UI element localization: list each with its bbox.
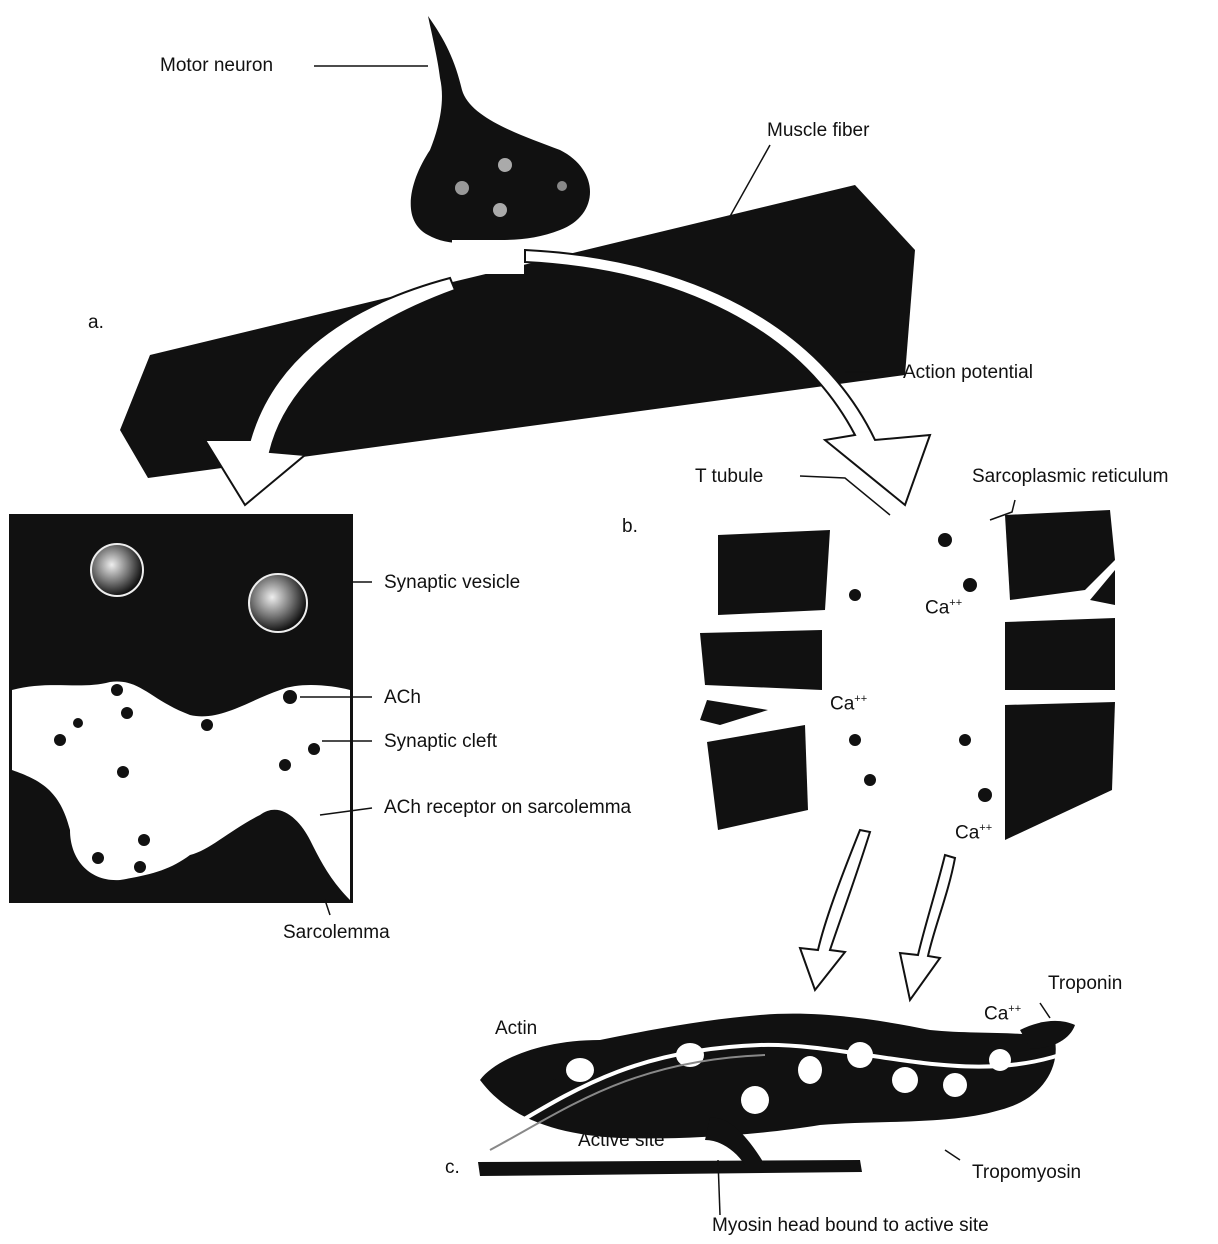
t-tubule-label: T tubule: [695, 466, 763, 488]
synaptic-gap: [452, 240, 524, 274]
synaptic-cleft-label: Synaptic cleft: [384, 731, 497, 753]
inset-vesicle: [91, 544, 143, 596]
terminal-vesicle: [493, 203, 507, 217]
panel-b-letter: b.: [622, 516, 638, 538]
actin-label: Actin: [495, 1018, 537, 1040]
action-potential-label: Action potential: [903, 362, 1033, 384]
ach-receptor-label: ACh receptor on sarcolemma: [384, 797, 631, 819]
arrow-to-panel-c: [900, 855, 955, 1000]
terminal-vesicle: [557, 181, 567, 191]
myosin-head-label: Myosin head bound to active site: [712, 1215, 989, 1237]
ca-ion-label: Ca++: [984, 1003, 1021, 1025]
troponin-label: Troponin: [1048, 973, 1122, 995]
arrow-to-panel-c: [800, 830, 870, 990]
ca-ion-label: Ca++: [830, 693, 867, 715]
active-site-label: Active site: [578, 1130, 665, 1152]
synaptic-vesicle-label: Synaptic vesicle: [384, 572, 520, 594]
myosin-thick-filament: [478, 1160, 862, 1176]
motor-neuron-label: Motor neuron: [160, 55, 273, 77]
sarcoplasmic-reticulum-right: [1005, 510, 1115, 840]
ca-ion-label: Ca++: [955, 822, 992, 844]
terminal-vesicle: [455, 181, 469, 195]
muscle-fiber-label: Muscle fiber: [767, 120, 869, 142]
inset-vesicle: [249, 574, 307, 632]
ca-ion-label: Ca++: [925, 597, 962, 619]
sarcoplasmic-reticulum-left: [700, 530, 830, 830]
panel-b-ca-ions: [849, 533, 992, 802]
ach-label: ACh: [384, 687, 421, 709]
panel-a-letter: a.: [88, 312, 104, 334]
sarcoplasmic-reticulum-label: Sarcoplasmic reticulum: [972, 466, 1168, 488]
troponin: [1020, 1021, 1075, 1048]
sarcolemma-label: Sarcolemma: [283, 922, 390, 944]
actin-filament: [480, 1014, 1056, 1139]
tropomyosin-label: Tropomyosin: [972, 1162, 1081, 1184]
terminal-vesicle: [498, 158, 512, 172]
panel-c-letter: c.: [445, 1157, 460, 1179]
